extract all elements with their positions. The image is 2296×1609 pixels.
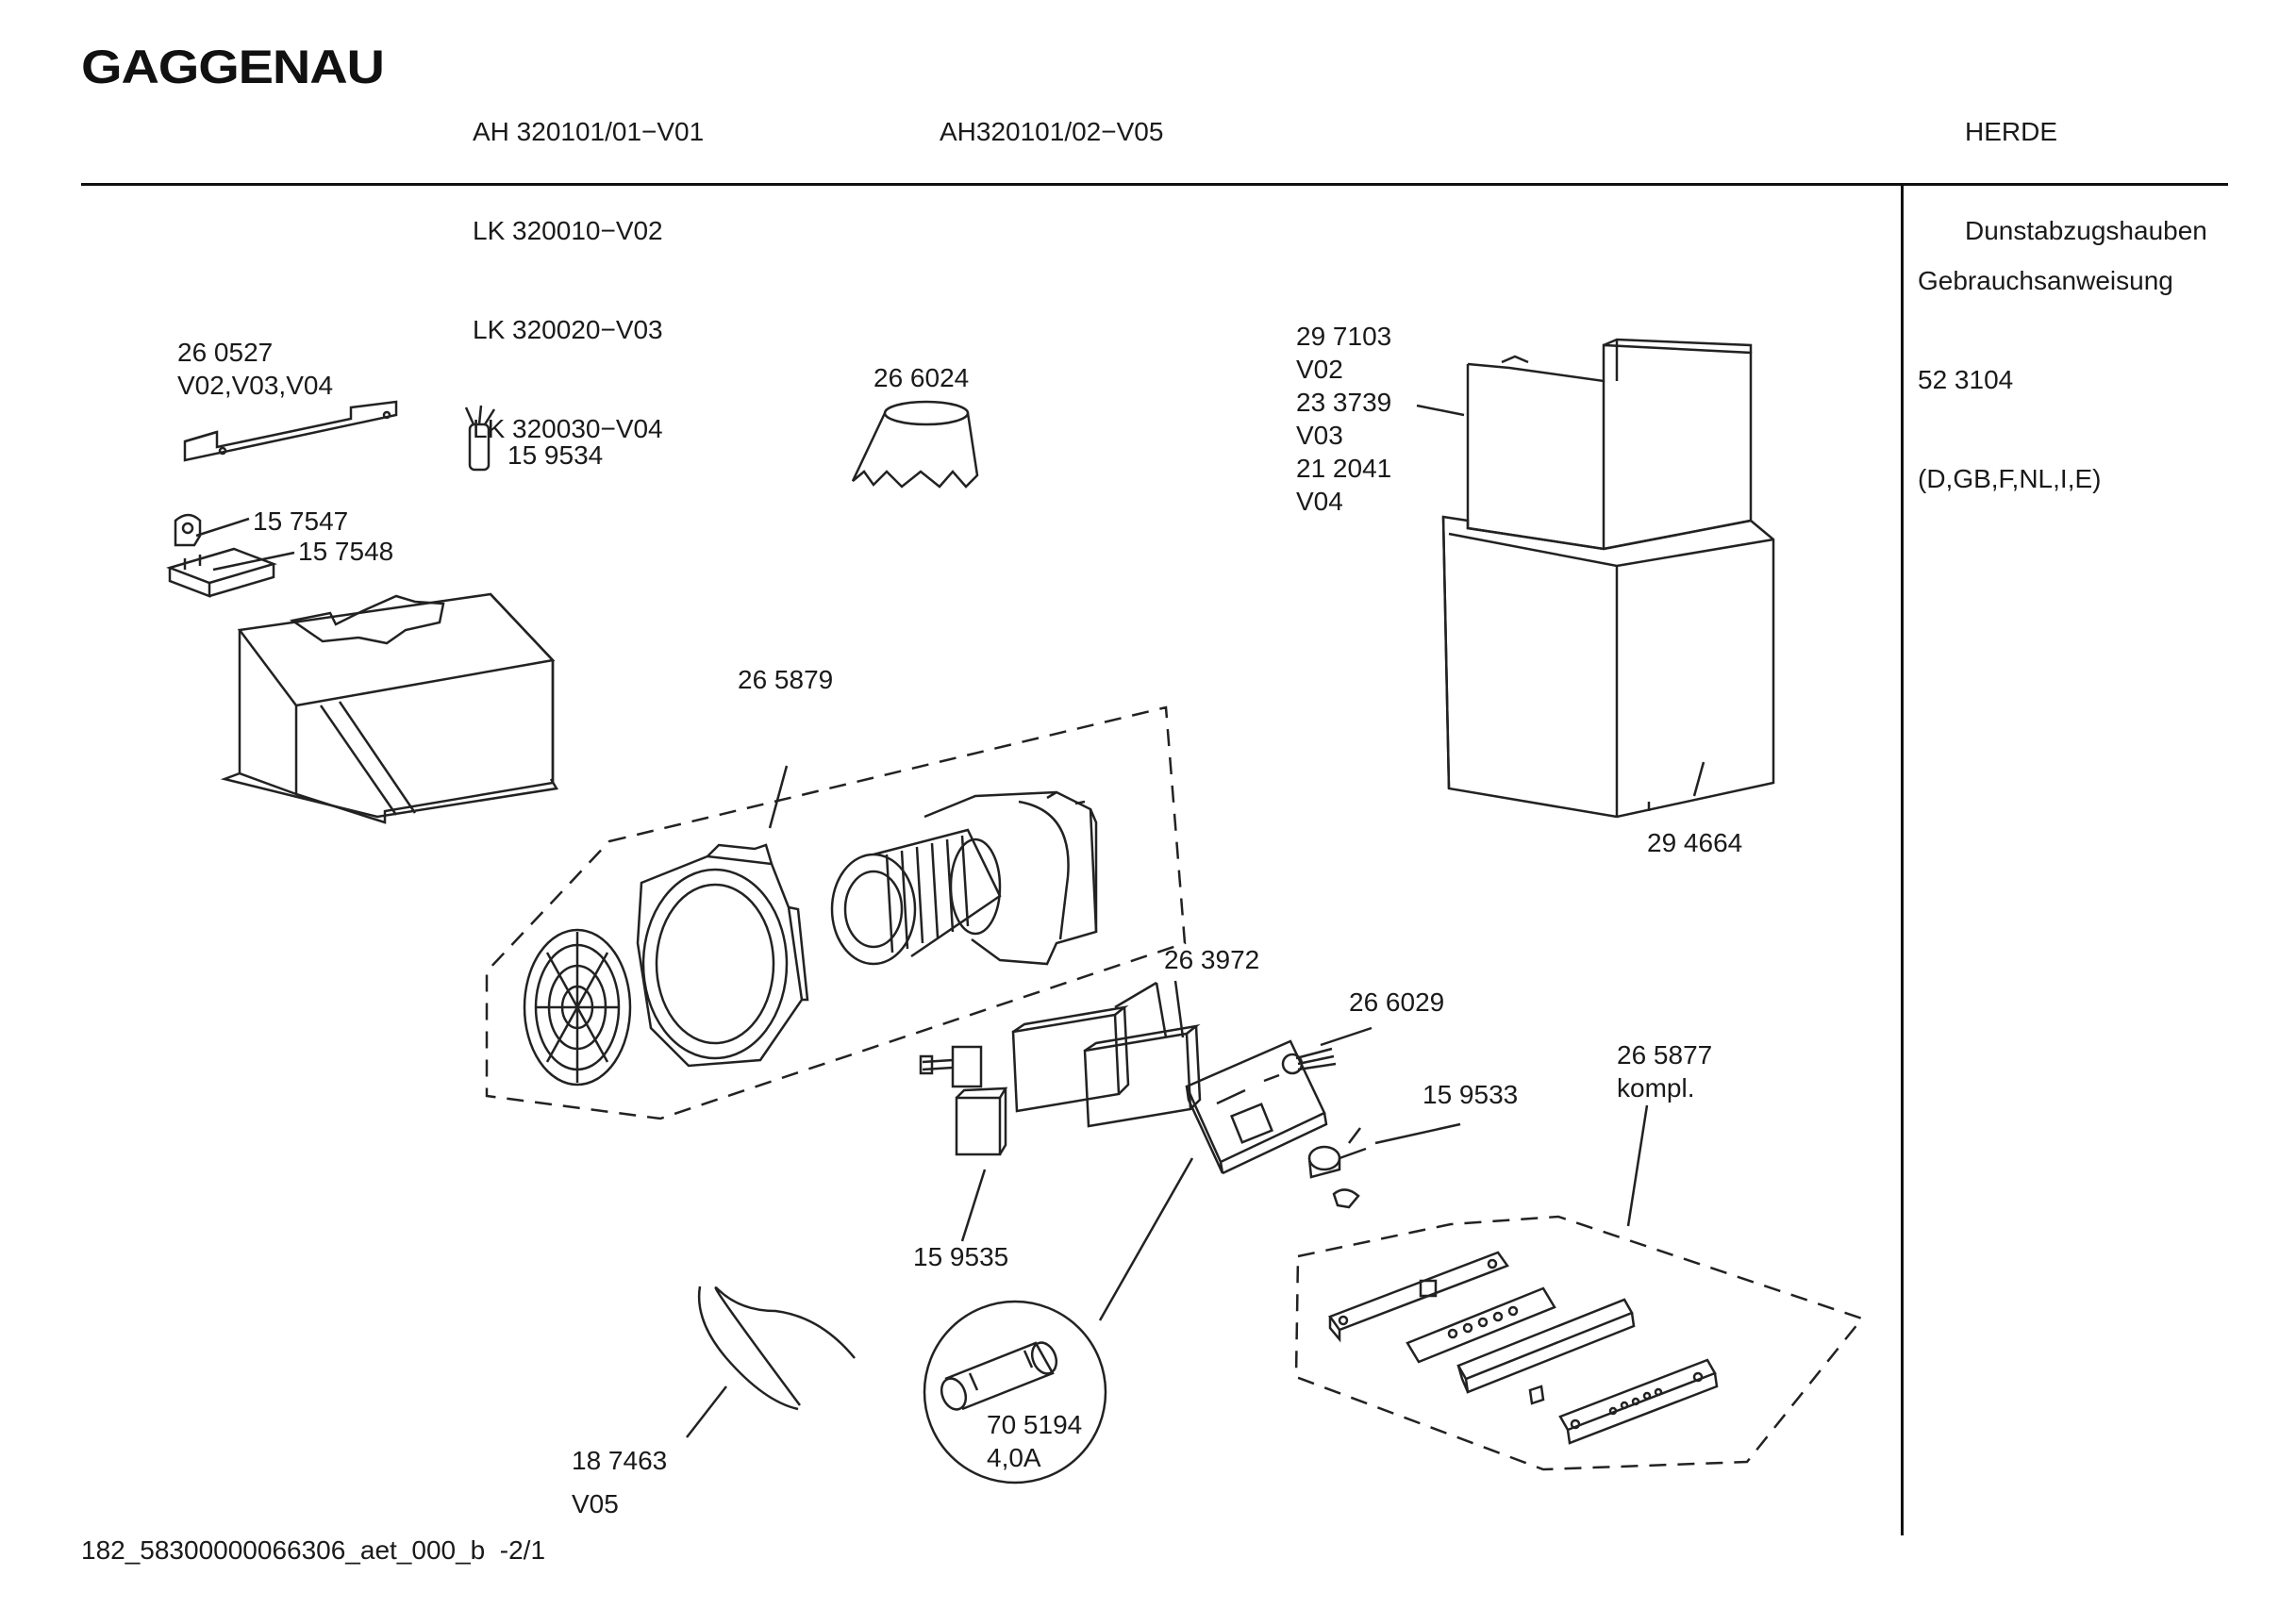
fuse-number: 70 5194 xyxy=(987,1410,1082,1439)
clip-drawing xyxy=(166,513,277,598)
chimney-upper-line: 29 7103 xyxy=(1296,322,1391,351)
model-line: LK 320020−V03 xyxy=(473,315,663,344)
chimney-upper-line: 23 3739 xyxy=(1296,388,1391,417)
model-line: LK 320010−V02 xyxy=(473,216,663,245)
rear-housing-drawing xyxy=(923,790,1098,966)
model-list-2: AH320101/02−V05 xyxy=(940,49,1163,181)
clip-b-number: 15 7548 xyxy=(298,537,393,566)
manual-line: Gebrauchsanweisung xyxy=(1918,266,2173,295)
lamp-socket-number: 15 9533 xyxy=(1423,1080,1518,1109)
header-rule xyxy=(81,183,2228,186)
chimney-upper-line: 21 2041 xyxy=(1296,454,1391,483)
capacitor-number: 26 3972 xyxy=(1164,945,1259,974)
fuse-drawing xyxy=(923,1300,1107,1485)
model-line: AH320101/02−V05 xyxy=(940,117,1164,146)
control-board-number: 26 6029 xyxy=(1349,987,1444,1017)
small-block-number: 15 9535 xyxy=(913,1242,1008,1271)
switch-set-note: kompl. xyxy=(1617,1073,1694,1103)
fan-assembly-number: 26 5879 xyxy=(738,665,833,694)
cap-number: 15 9534 xyxy=(507,440,603,470)
side-rule xyxy=(1901,185,1904,1535)
filter-cone-number: 26 6024 xyxy=(873,363,969,392)
model-line: AH 320101/01−V01 xyxy=(473,117,705,146)
fuse-rating: 4,0A xyxy=(987,1443,1041,1472)
brand-logo: GAGGENAU xyxy=(81,41,385,93)
category-block: HERDE Dunstabzugshauben xyxy=(1965,49,2207,280)
fan-housing-drawing xyxy=(636,843,809,1068)
capacitor-block-drawing xyxy=(1011,1004,1202,1128)
cable-number: 18 7463 xyxy=(572,1446,667,1475)
chimney-lower-number: 29 4664 xyxy=(1647,828,1742,857)
leader-lines xyxy=(195,404,1705,1438)
hood-body-drawing xyxy=(220,592,559,824)
cable-variant: V05 xyxy=(572,1489,619,1518)
part-labels: 26 0527 V02,V03,V04 15 9534 15 7547 15 7… xyxy=(177,322,1742,1518)
manual-line: (D,GB,F,NL,I,E) xyxy=(1918,464,2102,493)
category-line: Dunstabzugshauben xyxy=(1965,216,2207,245)
bracket-variants: V02,V03,V04 xyxy=(177,371,333,400)
cable-drawing xyxy=(714,1286,856,1406)
manual-reference: Gebrauchsanweisung 52 3104 (D,GB,F,NL,I,… xyxy=(1918,198,2173,528)
manual-line: 52 3104 xyxy=(1918,365,2014,394)
clip-a-number: 15 7547 xyxy=(253,506,348,536)
end-cap-drawing xyxy=(464,405,496,472)
chimney-upper-line: V02 xyxy=(1296,355,1343,384)
fan-motor-drawing xyxy=(830,828,1002,966)
document-id: 182_58300000066306_aet_000_b -2/1 xyxy=(81,1535,546,1565)
switch-set-number: 26 5877 xyxy=(1617,1040,1712,1070)
category-line: HERDE xyxy=(1965,117,2058,146)
switch-strip-drawing xyxy=(1328,1251,1719,1445)
chimney-upper-line: V03 xyxy=(1296,421,1343,450)
fan-assembly-outline xyxy=(485,705,1187,1120)
control-board-drawing xyxy=(1185,1039,1337,1175)
fan-grille-drawing xyxy=(523,928,632,1086)
relay-drawing xyxy=(919,1045,1008,1156)
lamp-socket-drawing xyxy=(1307,1127,1367,1209)
lower-chimney-drawing xyxy=(1441,515,1775,819)
bracket-number: 26 0527 xyxy=(177,338,273,367)
switch-set-outline xyxy=(1294,1215,1865,1471)
filter-cone-drawing xyxy=(851,400,979,489)
upper-chimney-drawing xyxy=(1466,338,1753,551)
chimney-upper-line: V04 xyxy=(1296,487,1343,516)
mounting-bracket-drawing xyxy=(183,400,398,462)
